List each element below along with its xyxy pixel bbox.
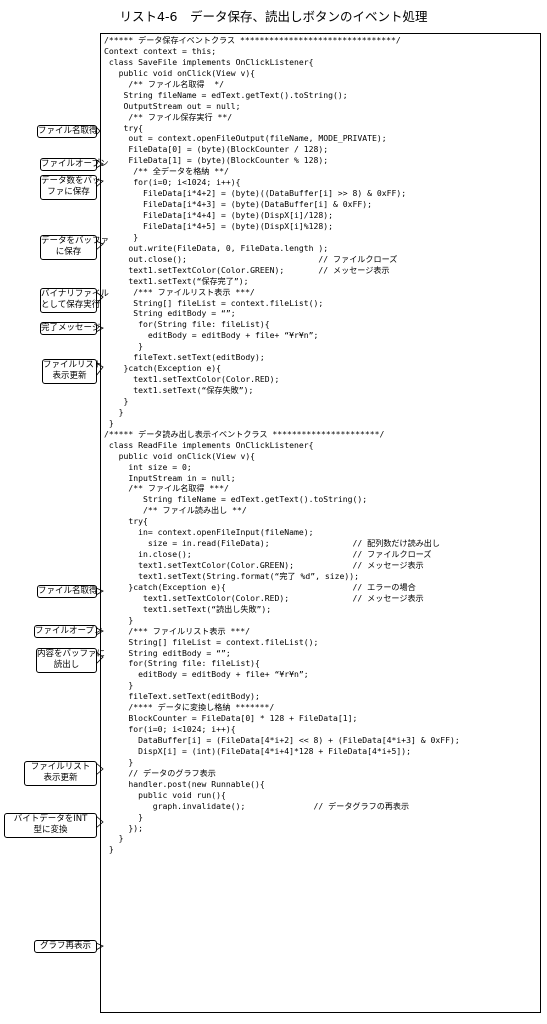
code-line: text1.setTextColor(Color.GREEN); // メッセー…: [104, 560, 424, 570]
code-line: public void onClick(View v){: [104, 450, 256, 461]
code-line: }: [104, 395, 129, 406]
code-line: fileText.setText(editBody);: [104, 691, 260, 702]
callout-file-list-save: ファイルリスト 表示更新: [42, 359, 103, 384]
code-line: }: [104, 231, 139, 242]
code-line: for(String file: fileList){: [104, 658, 260, 669]
code-frame: [100, 33, 541, 1013]
code-line: for(i=0; i<1024; i++){: [104, 177, 241, 188]
callout-graph-redraw: グラフ再表示: [34, 940, 97, 953]
code-line: /***** データ読み出し表示イベントクラス ****************…: [104, 428, 385, 439]
callout-byte-to-int: バイトデータをINT 型に変換: [4, 813, 97, 838]
code-line: String fileName = edText.getText().toStr…: [104, 494, 368, 505]
code-line: /** ファイル読み出し **/: [104, 505, 247, 516]
code-line: /*** ファイルリスト表示 ***/: [104, 286, 255, 297]
callout-complete-message: 完了メッセージ: [40, 322, 101, 335]
code-line: }: [104, 844, 114, 855]
callout-file-open-save: ファイルオープン: [40, 158, 109, 171]
code-line: fileText.setText(editBody);: [104, 352, 265, 363]
code-line: String fileName = edText.getText().toStr…: [104, 89, 348, 100]
code-line: graph.invalidate(); // データグラフの再表示: [104, 800, 410, 811]
callout-binary-save: バイナリファイル として保存実行: [40, 288, 109, 313]
callout-file-list-read: ファイルリスト 表示更新: [24, 761, 97, 786]
code-line: /** ファイル保存実行 **/: [104, 111, 233, 122]
code-line: }: [104, 756, 134, 767]
listing-title: リスト4-6 データ保存、読出しボタンのイベント処理: [119, 9, 428, 24]
code-line: text1.setTextColor(Color.RED);: [104, 374, 280, 385]
code-line: FileData[i*4+2] = (byte)((DataBuffer[i] …: [104, 188, 407, 199]
code-line: try{: [104, 122, 143, 133]
callout-read-to-buffer: 内容をバッファに 読出し: [36, 648, 105, 673]
code-line: text1.setText(String.format(“完了 %d”, siz…: [104, 570, 359, 581]
code-line: out.close(); // ファイルクローズ: [104, 253, 398, 264]
code-line: in.close(); // ファイルクローズ: [104, 549, 432, 560]
code-line: class ReadFile implements OnClickListene…: [104, 439, 314, 450]
code-line: editBody = editBody + file+ “¥r¥n”;: [104, 330, 319, 341]
code-line: }: [104, 614, 134, 625]
code-line: }: [104, 406, 124, 417]
code-line: DataBuffer[i] = (FileData[4*i+2] << 8) +…: [104, 735, 460, 745]
code-line: FileData[i*4+5] = (byte)(DispX[i]%128);: [104, 220, 334, 231]
code-line: text1.setTextColor(Color.RED); // メッセージ表…: [104, 592, 424, 603]
code-line: });: [104, 822, 143, 833]
code-line: public void onClick(View v){: [104, 67, 256, 78]
code-line: String editBody = “”;: [104, 308, 236, 319]
code-line: String[] fileList = context.fileList();: [104, 636, 319, 647]
code-line: text1.setText(“保存失敗”);: [104, 385, 254, 395]
code-line: /** 全データを格納 **/: [104, 166, 229, 177]
code-line: size = in.read(FileData); // 配列数だけ読み出し: [104, 538, 440, 549]
code-line: FileData[i*4+4] = (byte)(DispX[i]/128);: [104, 210, 334, 220]
code-line: FileData[0] = (byte)(BlockCounter / 128)…: [104, 144, 329, 155]
code-line: // データのグラフ表示: [104, 767, 216, 778]
code-line: text1.setText(“保存完了”);: [104, 275, 249, 286]
code-line: for(String file: fileList){: [104, 319, 270, 330]
code-line: text1.setTextColor(Color.GREEN); // メッセー…: [104, 264, 390, 275]
callout-file-open-read: ファイルオープン: [34, 625, 103, 638]
code-line: /***** データ保存イベントクラス ********************…: [104, 35, 401, 45]
code-line: FileData[i*4+3] = (byte)(DataBuffer[i] &…: [104, 199, 373, 210]
code-line: DispX[i] = (int)(FileData[4*i+4]*128 + F…: [104, 745, 411, 756]
callout-file-name-save: ファイル名取得: [37, 125, 98, 138]
callout-data-to-buffer: データをバッファ に保存: [40, 235, 109, 260]
code-line: /*** ファイルリスト表示 ***/: [104, 625, 250, 636]
code-line: class SaveFile implements OnClickListene…: [104, 56, 314, 67]
callout-file-name-read: ファイル名取得: [37, 585, 98, 598]
code-line: String editBody = “”;: [104, 647, 231, 658]
code-line: try{: [104, 516, 148, 527]
code-line: int size = 0;: [104, 461, 192, 472]
code-listing: /***** データ保存イベントクラス ********************…: [104, 35, 460, 855]
code-line: text1.setText(“読出し失敗”);: [104, 603, 272, 614]
code-line: String[] fileList = context.fileList();: [104, 297, 324, 308]
code-line: }: [104, 833, 124, 844]
code-line: for(i=0; i<1024; i++){: [104, 724, 236, 735]
code-line: /**** データに変換し格納 *******/: [104, 702, 275, 713]
callout-count-to-buffer: データ数をバッ ファに保存: [40, 175, 101, 200]
code-line: }: [104, 811, 143, 822]
code-line: }: [104, 680, 134, 691]
code-line: /** ファイル名取得 */: [104, 78, 225, 89]
code-line: }: [104, 417, 114, 428]
code-line: BlockCounter = FileData[0] * 128 + FileD…: [104, 713, 358, 724]
code-line: Context context = this;: [104, 45, 217, 56]
code-line: editBody = editBody + file+ “¥r¥n”;: [104, 669, 309, 680]
code-line: /** ファイル名取得 ***/: [104, 483, 229, 494]
code-line: }catch(Exception e){: [104, 363, 221, 374]
code-line: OutputStream out = null;: [104, 100, 241, 111]
code-line: handler.post(new Runnable(){: [104, 778, 265, 789]
code-line: }: [104, 341, 143, 352]
code-line: InputStream in = null;: [104, 472, 236, 483]
code-line: in= context.openFileInput(fileName);: [104, 527, 314, 538]
code-line: public void run(){: [104, 789, 226, 800]
code-line: out = context.openFileOutput(fileName, M…: [104, 133, 387, 144]
code-line: FileData[1] = (byte)(BlockCounter % 128)…: [104, 155, 329, 166]
code-line: }catch(Exception e){ // エラーの場合: [104, 581, 416, 592]
code-line: out.write(FileData, 0, FileData.length )…: [104, 242, 329, 253]
